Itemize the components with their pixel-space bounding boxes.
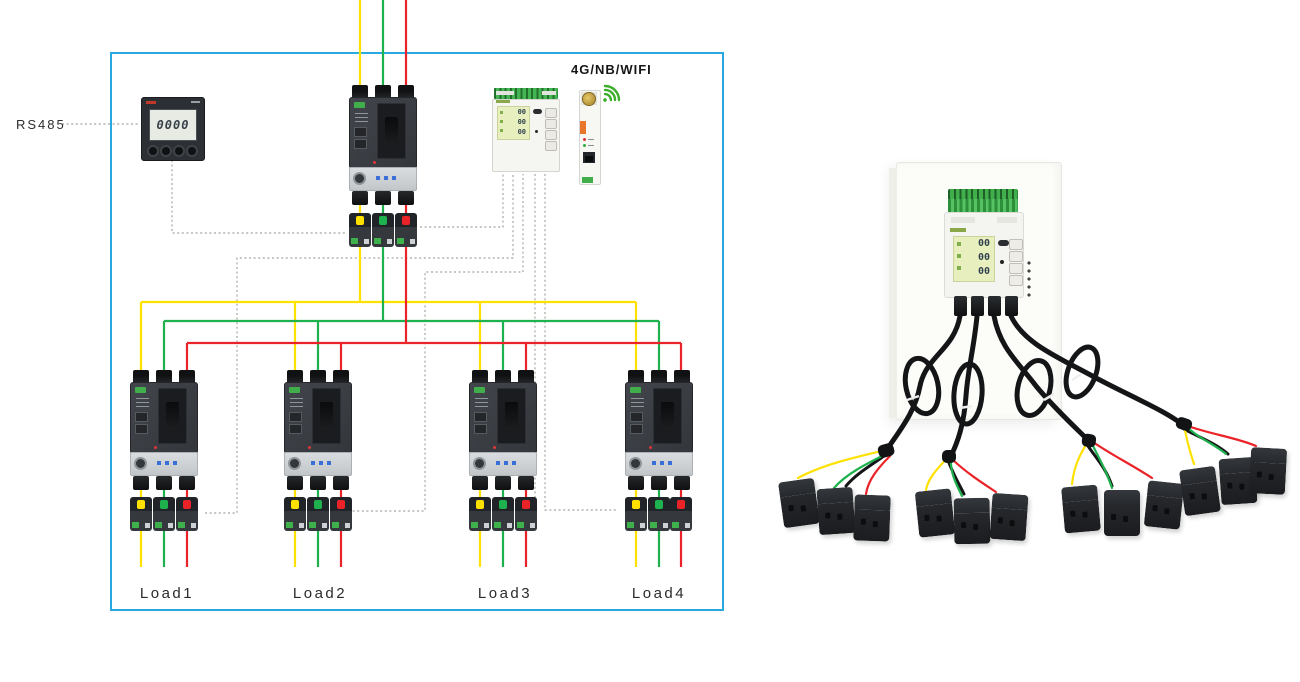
ct-clamp xyxy=(176,497,198,531)
photo-meter-button xyxy=(1009,251,1023,262)
panel-meter-display: 0000 xyxy=(149,109,197,141)
photo-ct-clamp xyxy=(816,486,856,536)
panel-meter-button xyxy=(162,147,170,155)
load1-label: Load1 xyxy=(139,585,195,602)
load1-ct-signal-wire xyxy=(205,174,514,514)
ct-clamp xyxy=(153,497,175,531)
photo-meter-button xyxy=(1009,263,1023,274)
ir-window xyxy=(533,109,542,114)
rj45-port xyxy=(583,152,595,163)
ct-clamp xyxy=(349,213,371,247)
din-meter-button xyxy=(545,141,557,151)
photo-meter-display: 00 00 00 xyxy=(953,236,995,282)
din-meter-button xyxy=(545,130,557,140)
photo-ct-clamp xyxy=(1178,465,1222,517)
ir-window xyxy=(998,240,1009,246)
ct-connector-plug xyxy=(971,296,984,316)
led-red xyxy=(583,138,586,141)
photo-ct-clamp xyxy=(853,494,891,542)
antenna-connector-icon xyxy=(583,93,595,105)
load4-breaker xyxy=(625,370,693,490)
led-green xyxy=(583,144,586,147)
ct-clamp xyxy=(515,497,537,531)
ct-cables xyxy=(885,313,1187,461)
photo-ct-clamp xyxy=(1061,484,1101,534)
wireless-module xyxy=(579,90,601,185)
din-meter-brand-mark xyxy=(496,100,510,103)
photo-din-meter: 00 00 00 xyxy=(944,212,1024,298)
photo-meter-button xyxy=(1009,275,1023,286)
din-meter: 00 00 00 xyxy=(492,88,560,172)
diagram-boundary xyxy=(110,52,724,611)
load1-breaker xyxy=(130,370,198,490)
ct-clamp xyxy=(330,497,352,531)
main-breaker xyxy=(349,85,417,205)
photo-meter-button xyxy=(1009,239,1023,250)
load2-breaker xyxy=(284,370,352,490)
load2-label: Load2 xyxy=(292,585,348,602)
ct-clamp xyxy=(670,497,692,531)
module-terminal xyxy=(582,177,593,183)
phase-lead-wires xyxy=(796,422,1258,498)
panel-meter-brand-mark xyxy=(146,101,156,104)
ct-connector-plug xyxy=(954,296,967,316)
ct-clamp xyxy=(625,497,647,531)
photo-terminal-strip xyxy=(948,189,1018,213)
panel-meter-ct-wire xyxy=(171,160,347,234)
panel-meter-model-mark xyxy=(191,101,200,103)
panel-meter-button xyxy=(188,147,196,155)
photo-ct-clamp xyxy=(1104,490,1140,536)
cable-splitters xyxy=(877,417,1193,463)
din-meter-button xyxy=(545,108,557,118)
main-ct-signal-wire xyxy=(420,174,504,228)
ct-clamp xyxy=(492,497,514,531)
din-meter-button xyxy=(545,119,557,129)
photo-ct-clamp xyxy=(953,497,991,545)
load2-ct-signal-wire xyxy=(348,174,524,512)
photo-meter-brand-mark xyxy=(950,228,966,232)
ct-clamp xyxy=(307,497,329,531)
photo-ct-clamp xyxy=(1143,480,1185,530)
ct-clamp xyxy=(130,497,152,531)
ct-clamp xyxy=(372,213,394,247)
ct-clamp xyxy=(284,497,306,531)
load4-ct-signal-wire xyxy=(544,174,618,511)
rs485-label: RS485 xyxy=(16,117,66,132)
din-meter-terminal-strip xyxy=(494,88,558,99)
panel-meter: 0000 xyxy=(141,97,205,161)
wifi-signal-icon xyxy=(603,84,621,102)
photo-ct-clamp xyxy=(1248,447,1288,495)
module-label xyxy=(580,121,586,134)
ct-clamp xyxy=(648,497,670,531)
breaker-toggle-panel xyxy=(377,103,406,159)
panel-meter-button xyxy=(149,147,157,155)
photo-ct-clamp xyxy=(989,492,1029,542)
load4-label: Load4 xyxy=(631,585,687,602)
photo-ct-clamp xyxy=(777,477,821,529)
wireless-label: 4G/NB/WIFI xyxy=(571,62,652,77)
din-meter-display: 00 00 00 xyxy=(497,106,530,140)
panel-meter-button xyxy=(175,147,183,155)
ct-connector-plug xyxy=(988,296,1001,316)
photo-ct-clamp xyxy=(914,488,956,538)
ct-connector-plug xyxy=(1005,296,1018,316)
cable-ties xyxy=(906,372,1082,410)
load3-breaker xyxy=(469,370,537,490)
ct-clamp xyxy=(469,497,491,531)
load3-label: Load3 xyxy=(477,585,533,602)
ct-clamp xyxy=(395,213,417,247)
photo-meter-leds xyxy=(1026,260,1032,298)
